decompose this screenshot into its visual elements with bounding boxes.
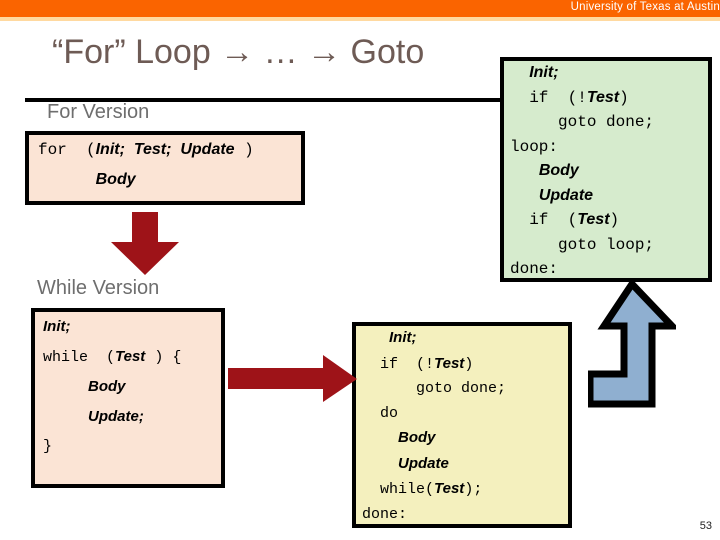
code-line: while (Test ) { [35,342,221,372]
dowhile-goto-version-code-box: Init; if (!Test) goto done; do Body Upda… [352,322,572,528]
code-line: Update; [35,402,221,432]
title-divider [25,98,508,102]
code-placeholder: Test [434,354,465,372]
right-arrow-icon [228,355,358,403]
code-keyword: if (! [362,355,435,373]
code-line: if (!Test) [504,86,708,111]
top-banner [0,0,720,17]
code-line: Init; [356,326,568,352]
code-keyword [362,456,398,473]
code-placeholder: Init; [389,329,417,346]
code-keyword [510,64,529,82]
code-keyword: while ( [43,349,116,366]
code-placeholder: Body [398,429,436,446]
code-keyword: for ( [38,141,96,159]
code-line: for (Init; Test; Update ) [29,135,301,165]
code-placeholder: Update; [88,408,144,425]
up-bent-arrow-icon [586,278,681,408]
code-keyword [510,187,539,205]
code-line: goto loop; [504,233,708,258]
code-line: Update [504,184,708,209]
code-keyword [38,171,96,189]
while-version-caption: While Version [37,277,160,299]
for-version-caption: For Version [47,101,150,123]
code-placeholder: Body [88,378,126,395]
code-placeholder: Update [538,186,594,204]
for-version-code-box: for (Init; Test; Update ) Body [25,131,305,205]
code-placeholder: Body [538,162,579,179]
code-placeholder: Test [115,348,146,365]
page-number: 53 [699,520,712,532]
code-keyword: goto loop; [510,235,655,254]
code-keyword: while( [362,481,435,498]
down-arrow-icon [108,212,182,276]
institution-label: University of Texas at Austin [570,1,720,13]
code-placeholder: Init; [43,318,71,335]
code-keyword: ); [464,481,483,498]
code-keyword [43,379,88,396]
code-keyword: if (! [510,88,587,107]
code-line: Body [35,372,221,402]
goto-version-code-box: Init; if (!Test) goto done;loop: Body Up… [500,57,712,282]
code-keyword: do [362,404,399,422]
code-line: while(Test); [356,477,568,503]
code-line: Init; [35,312,221,342]
code-keyword: goto done; [510,113,655,131]
top-banner-accent [0,17,720,21]
code-keyword: if ( [510,211,578,229]
code-line: Update [356,452,568,478]
code-placeholder: Body [95,171,136,188]
code-line: goto done; [356,377,568,402]
code-line: Body [356,426,568,452]
code-line: done: [504,257,708,278]
code-keyword: done: [510,260,559,278]
code-placeholder: Test [577,211,610,228]
code-keyword [510,162,539,180]
code-keyword: ) [619,88,629,107]
code-keyword: done: [362,505,408,523]
code-keyword: ) { [145,349,182,366]
code-keyword [43,409,88,426]
code-keyword: ) [234,141,254,159]
code-keyword: loop: [510,137,559,156]
code-placeholder: Init; [529,64,559,81]
code-keyword [362,330,389,347]
code-line: loop: [504,135,708,160]
code-line: done: [356,503,568,525]
code-placeholder: Test [434,480,465,497]
page-title: “For” Loop → … → Goto [52,33,425,71]
code-placeholder: Update [398,454,449,472]
code-line: if (!Test) [356,352,568,378]
code-line: do [356,402,568,427]
code-line: } [35,432,221,461]
code-placeholder: Init; Test; Update [95,141,235,158]
code-keyword: ) [464,355,474,373]
while-version-code-box: Init; while (Test ) { Body Update;} [31,308,225,488]
code-line: Body [29,165,301,195]
code-placeholder: Test [586,88,620,106]
code-line: goto done; [504,110,708,135]
code-line: if (Test) [504,208,708,233]
code-keyword: } [43,438,53,455]
code-line: Init; [504,61,708,86]
code-keyword [362,430,398,447]
code-keyword: ) [609,211,620,229]
code-keyword: goto done; [362,380,507,397]
code-line: Body [504,159,708,184]
